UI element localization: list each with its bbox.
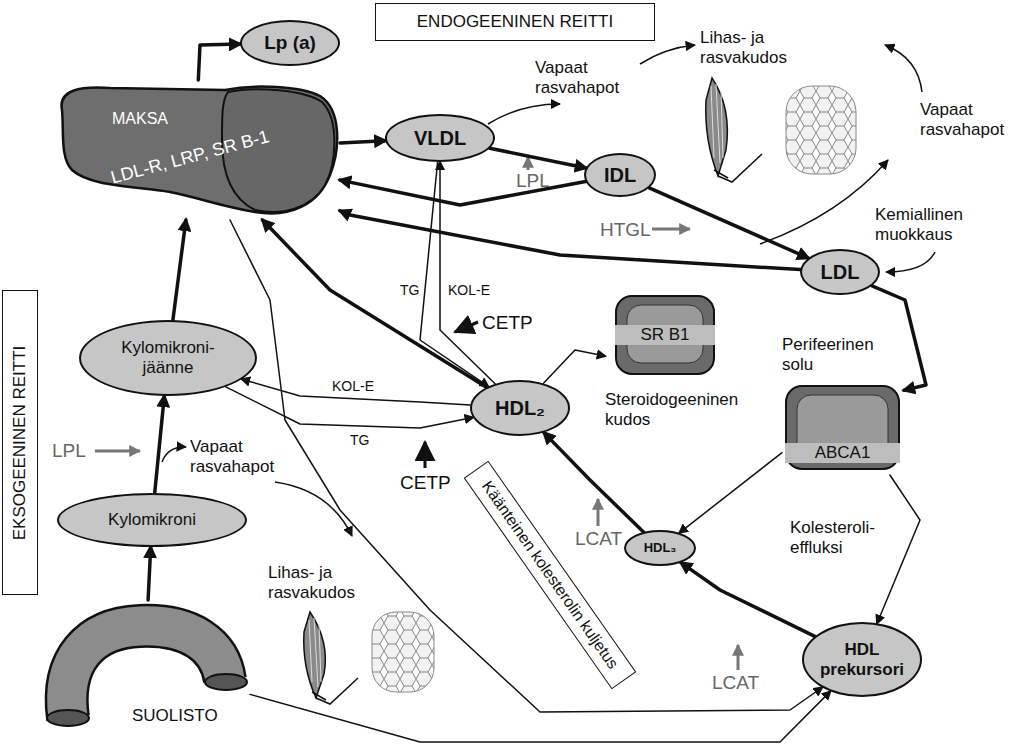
lipoprotein-ellipse: VLDL	[385, 114, 495, 162]
node-label: ENDOGEENINEN REITTI	[417, 12, 613, 32]
edge-label: KOL-E	[330, 378, 376, 394]
connector-arrow	[173, 220, 186, 320]
connector-arrow	[877, 475, 920, 623]
node-label: IDL	[604, 164, 636, 187]
connector-arrow	[230, 220, 822, 712]
connector-arrow	[263, 220, 487, 387]
lipoprotein-ellipse: Lp (a)	[240, 20, 340, 66]
connector-arrow	[340, 211, 800, 270]
annotation-label: LCAT	[575, 528, 625, 550]
annotation-label: Vapaat rasvahapot	[535, 58, 635, 97]
lipoprotein-ellipse: IDL	[584, 153, 656, 197]
connector-arrow	[872, 286, 926, 391]
tissue-cell: Perifeerinen soluABCA1	[782, 335, 904, 475]
node-label: HDL₂	[495, 397, 545, 420]
process-box: Käänteinen kolesterolin kuljetus	[464, 461, 637, 690]
connector-arrow	[679, 453, 782, 533]
connector-arrow	[155, 396, 165, 493]
connector-arrow	[340, 141, 385, 143]
annotation-label: Vapaat rasvahapot	[190, 437, 282, 476]
node-label: Lp (a)	[264, 32, 316, 54]
annotation-label: LPL	[52, 440, 96, 462]
node-label: Perifeerinen solu	[782, 335, 904, 374]
connector-arrow	[250, 691, 830, 742]
node-label: LDL	[821, 261, 860, 284]
annotation-label: LPL	[516, 170, 556, 192]
edge-label: KOL-E	[446, 282, 492, 298]
annotation-label: Kolesteroli- effluksi	[790, 518, 890, 557]
organ-label: MAKSA	[112, 110, 168, 128]
edge-label: TG	[348, 432, 371, 448]
route-box: ENDOGEENINEN REITTI	[375, 3, 655, 41]
connector-arrow	[544, 433, 644, 532]
muscle-tissue	[706, 78, 762, 182]
lipoprotein-ellipse: Kylomikroni	[57, 493, 247, 547]
annotation-label: Lihas- ja rasvakudos	[268, 563, 368, 602]
node-label: VLDL	[414, 127, 466, 150]
lipoprotein-ellipse: LDL	[800, 249, 880, 295]
liver-organ: MAKSALDL-R, LRP, SR B-1	[50, 80, 340, 220]
connector-arrow	[544, 350, 606, 383]
muscle-tissue	[304, 612, 358, 704]
lipoprotein-ellipse: HDL₂	[470, 380, 570, 436]
node-label: ABCA1	[785, 443, 900, 463]
intestine-organ: SUOLISTO	[40, 600, 250, 730]
node-label: Käänteinen kolesterolin kuljetus	[478, 478, 622, 673]
connector-arrow	[490, 148, 586, 168]
organ-label: SUOLISTO	[132, 706, 218, 726]
annotation-label: Vapaat rasvahapot	[920, 100, 1020, 139]
annotation-label: Kemiallinen muokkaus	[875, 205, 995, 244]
edge-label: TG	[398, 282, 421, 298]
connector-arrow	[681, 563, 815, 637]
connector-arrow	[148, 547, 151, 600]
leader-arrows	[162, 45, 935, 536]
annotation-label: HTGL	[600, 219, 652, 241]
fat-tissue	[786, 86, 856, 174]
node-label: Kylomikroni- jäänne	[108, 338, 228, 377]
node-label: EKSOGEENINEN REITTI	[10, 295, 30, 590]
annotation-label: Lihas- ja rasvakudos	[700, 28, 812, 67]
node-label: SR B1	[615, 325, 715, 345]
route-box: EKSOGEENINEN REITTI	[2, 290, 38, 595]
tissue-cell: SR B1 Steroidogeeninen kudos	[605, 295, 745, 445]
node-label: Steroidogeeninen kudos	[605, 390, 745, 429]
lipoprotein-ellipse: HDL prekursori	[802, 622, 922, 697]
lipoprotein-ellipse: Kylomikroni- jäänne	[79, 320, 257, 396]
connector-arrow	[649, 188, 808, 258]
connector-arrow	[198, 44, 240, 80]
connector-arrow	[440, 162, 495, 384]
annotation-label: CETP	[482, 312, 542, 334]
node-label: Kylomikroni	[108, 510, 196, 530]
node-label: HDL prekursori	[816, 640, 908, 679]
node-label: HDL₃	[644, 541, 677, 556]
lipoprotein-ellipse: HDL₃	[624, 530, 696, 566]
fat-tissue	[372, 612, 434, 692]
annotation-label: LCAT	[712, 672, 762, 694]
annotation-label: CETP	[400, 472, 460, 494]
